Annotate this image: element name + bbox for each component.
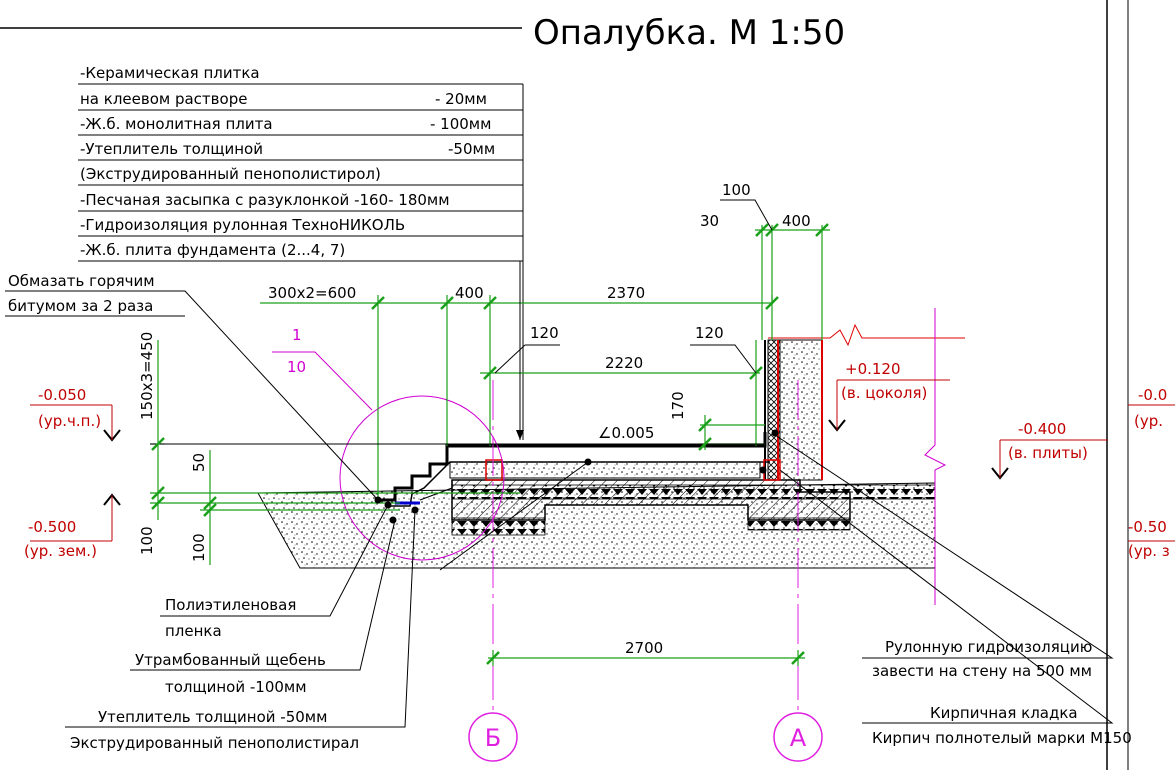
dim-400a: 400 xyxy=(455,284,484,302)
callout-roll-2: завести на стену на 500 мм xyxy=(872,662,1092,680)
layer-1: -Керамическая плитка xyxy=(80,64,260,82)
brick-wall xyxy=(485,323,965,481)
sheet-frame xyxy=(0,0,1129,770)
axis-a-marker xyxy=(773,712,823,762)
callout-eps-2: Экструдированный пенополистирал xyxy=(70,734,359,752)
layer-5: (Экструдированный пенополистирол) xyxy=(80,165,381,183)
level-right-b-note: (ур. з xyxy=(1128,542,1170,560)
level-floor: -0.050 xyxy=(38,386,86,404)
dim-600: 300x2=600 xyxy=(268,284,356,302)
break-line xyxy=(924,308,947,605)
dim-100: 100 xyxy=(722,181,751,199)
sand-fill xyxy=(449,461,761,479)
floor-layers-table xyxy=(78,83,524,440)
level-slab: -0.400 xyxy=(1018,420,1066,438)
dim-100a: 100 xyxy=(138,526,156,555)
level-slab-note: (в. плиты) xyxy=(1008,444,1088,462)
callout-brick-2: Кирпич полнотелый марки М150 xyxy=(872,729,1132,747)
arrow-head xyxy=(516,430,524,440)
callout-poly-1: Полиэтиленовая xyxy=(165,596,296,614)
level-plinth-note: (в. цоколя) xyxy=(841,384,927,402)
layer-3-value: - 100мм xyxy=(430,115,491,133)
callout-brick-1: Кирпичная кладка xyxy=(930,704,1078,722)
dim-2370: 2370 xyxy=(607,284,645,302)
detail-number: 1 xyxy=(292,326,302,344)
level-floor-note: (ур.ч.п.) xyxy=(38,412,101,430)
level-ground: -0.500 xyxy=(28,518,76,536)
axis-b-label: Б xyxy=(485,724,501,752)
level-right-b: -0.50 xyxy=(1128,518,1167,536)
dim-2220: 2220 xyxy=(605,354,643,372)
callout-poly-2: пленка xyxy=(165,622,222,640)
drawing-title: Опалубка. М 1:50 xyxy=(533,13,845,53)
dim-30: 30 xyxy=(700,212,719,230)
layer-6: -Песчаная засыпка с разуклонкой -160- 18… xyxy=(80,191,450,209)
layer-8: -Ж.б. плита фундамента (2...4, 7) xyxy=(80,241,345,259)
dim-450: 150x3=450 xyxy=(138,332,156,420)
callout-bitumen-1: Обмазать горячим xyxy=(8,272,155,290)
detail-callout xyxy=(272,351,505,561)
level-plinth: +0.120 xyxy=(845,360,901,378)
dim-2700: 2700 xyxy=(625,639,663,657)
level-ground-note: (ур. зем.) xyxy=(24,542,97,560)
callout-eps-1: Утеплитель толщиной -50мм xyxy=(98,708,327,726)
callout-gravel-1: Утрамбованный щебень xyxy=(135,651,326,669)
layer-7: -Гидроизоляция рулонная ТехноНИКОЛЬ xyxy=(80,216,405,234)
layer-4: -Утеплитель толщиной xyxy=(80,140,263,158)
layer-3: -Ж.б. монолитная плита xyxy=(80,115,273,133)
callout-gravel-2: толщиной -100мм xyxy=(165,678,307,696)
dim-170: 170 xyxy=(669,391,687,420)
callout-leaders xyxy=(5,261,1114,728)
level-lines xyxy=(30,379,1175,542)
axis-b-marker xyxy=(468,712,518,762)
detail-sheet: 10 xyxy=(287,358,306,376)
dim-100b: 100 xyxy=(190,533,208,562)
layer-2-value: - 20мм xyxy=(435,90,487,108)
callout-roll-1: Рулонную гидроизоляцию xyxy=(885,638,1092,656)
dim-50: 50 xyxy=(190,453,208,472)
dim-slope: ∠0.005 xyxy=(598,424,654,442)
layer-4-value: -50мм xyxy=(448,140,495,158)
axis-a-label: А xyxy=(790,724,807,752)
dim-120b: 120 xyxy=(695,324,724,342)
level-right-a: -0.0 xyxy=(1138,386,1167,404)
level-right-a-note: (ур. xyxy=(1134,412,1163,430)
dim-120a: 120 xyxy=(530,324,559,342)
dimension-lines xyxy=(150,225,830,666)
dim-400b: 400 xyxy=(782,212,811,230)
callout-bitumen-2: битумом за 2 раза xyxy=(8,297,153,315)
callout-dots xyxy=(374,429,779,524)
layer-2: на клеевом растворе xyxy=(80,90,247,108)
